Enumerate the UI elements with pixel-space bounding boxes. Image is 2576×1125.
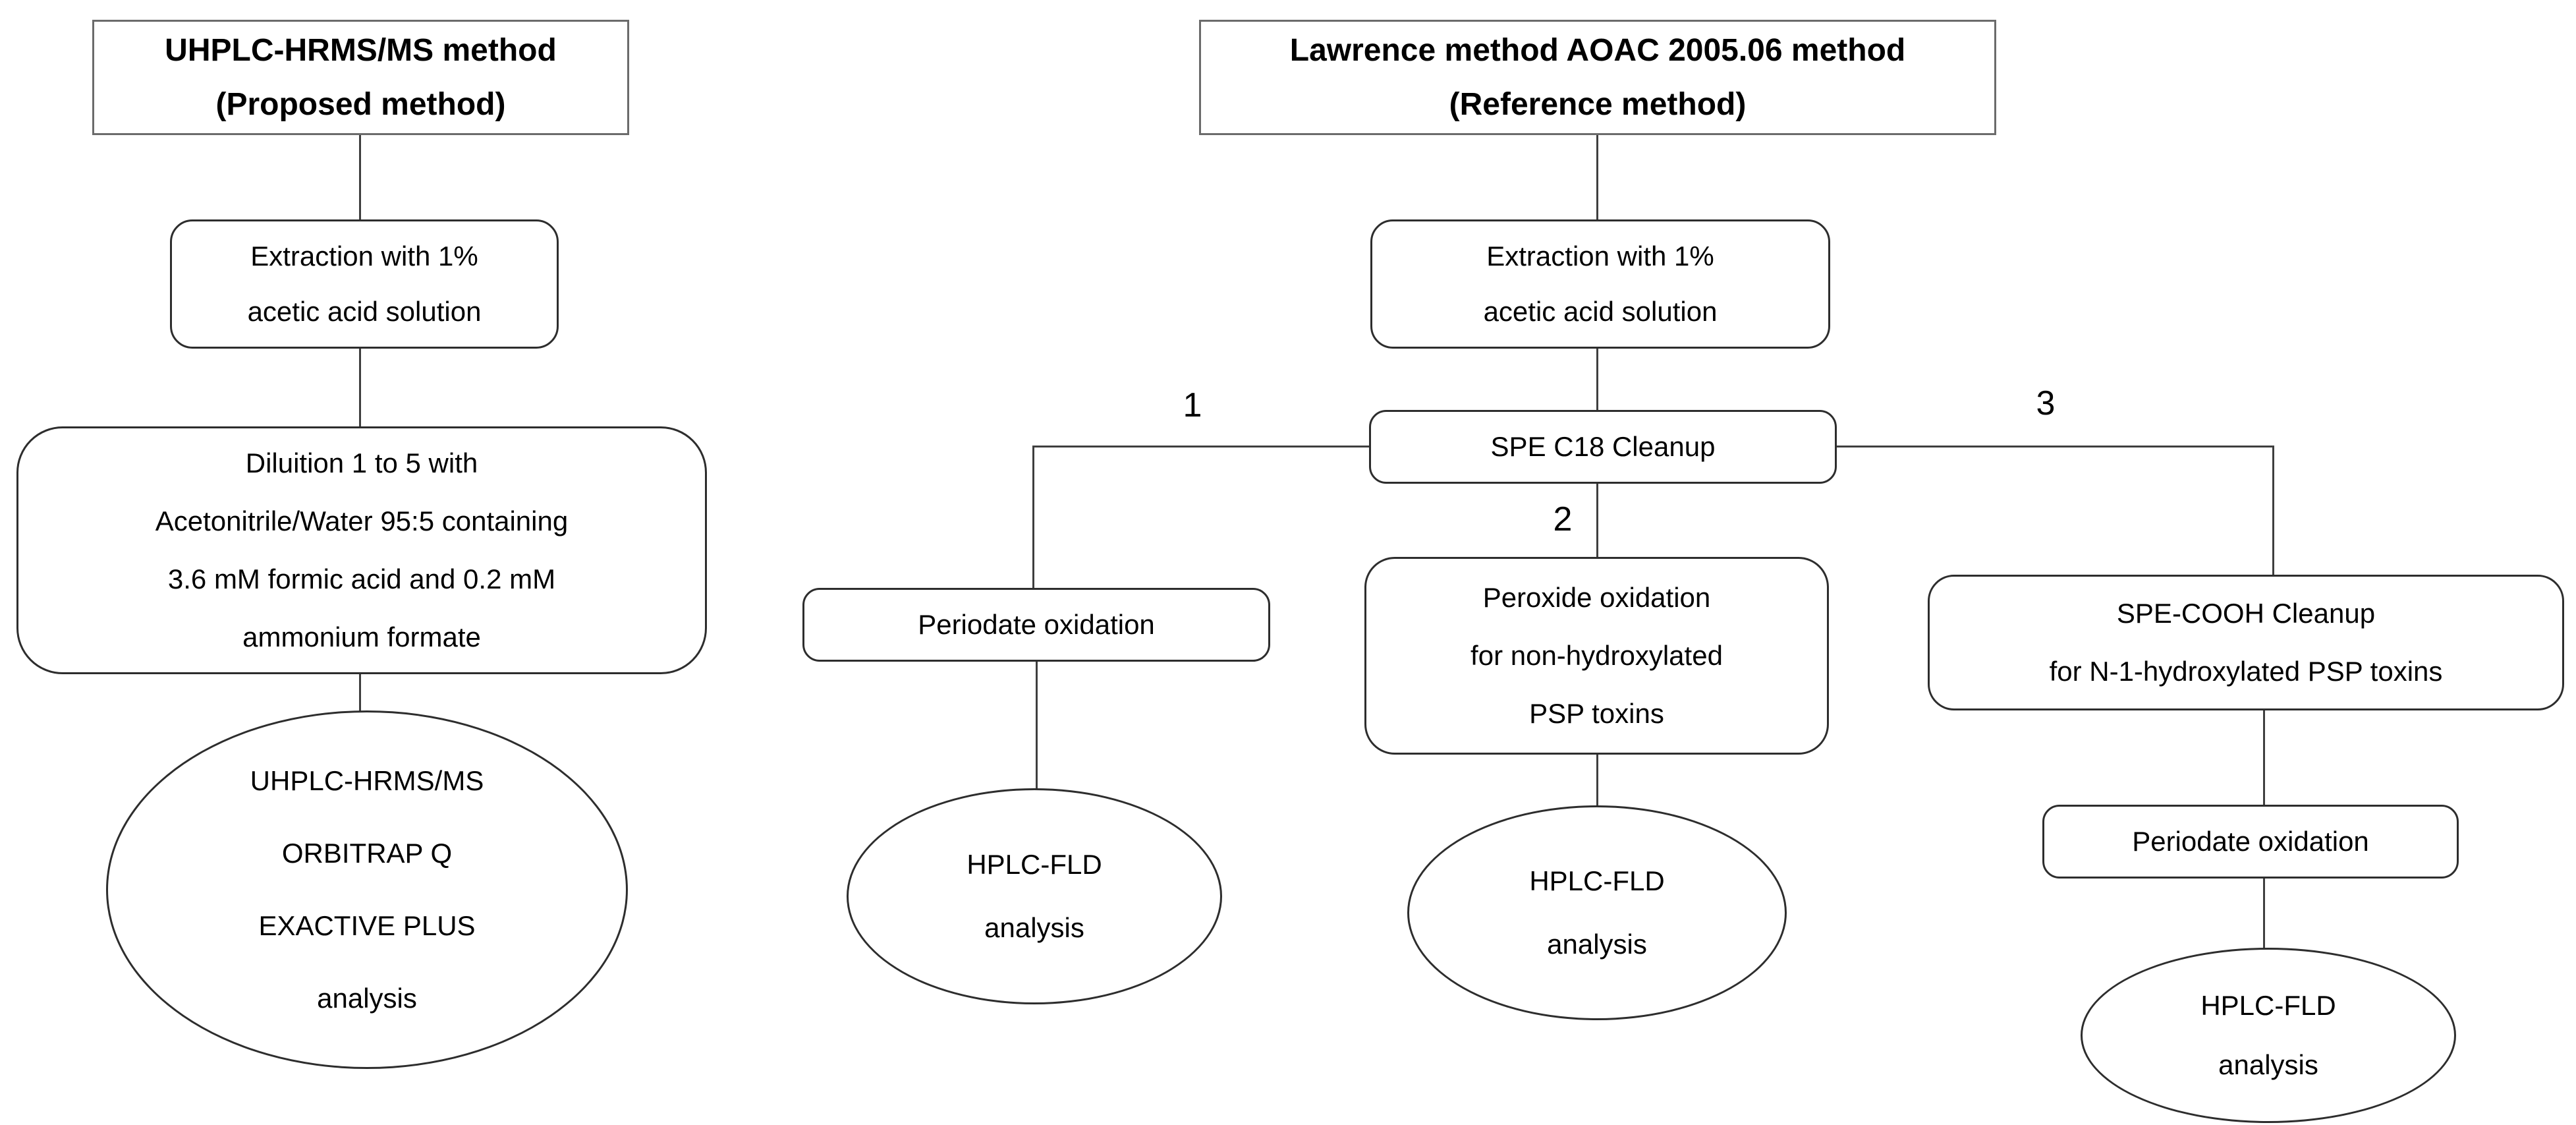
connector-branch2-vertical: [1596, 484, 1598, 557]
connector-periodate2-to-ellipse: [2263, 879, 2265, 949]
periodate-oxidation-2-box: Periodate oxidation: [2042, 805, 2459, 879]
connector-right-extraction-to-spe: [1596, 349, 1598, 410]
hplc-fld-label-3: HPLC-FLD analysis: [2200, 990, 2336, 1080]
spe-c18-cleanup-box: SPE C18 Cleanup: [1369, 410, 1837, 484]
connector-left-dilution-to-analysis: [359, 674, 361, 712]
connector-periodate1-to-ellipse: [1036, 662, 1038, 790]
connector-branch1-horizontal: [1032, 446, 1369, 447]
peroxide-oxidation-label: Peroxide oxidation for non-hydroxylated …: [1470, 582, 1723, 729]
proposed-method-title: UHPLC-HRMS/MS method (Proposed method): [165, 32, 557, 122]
dilution-box: Diluition 1 to 5 with Acetonitrile/Water…: [16, 426, 707, 674]
hplc-fld-label-2: HPLC-FLD analysis: [1529, 865, 1665, 960]
connector-peroxide-to-ellipse: [1596, 755, 1598, 805]
connector-left-extraction-to-dilution: [359, 349, 361, 426]
connector-right-title-to-extraction: [1596, 135, 1598, 219]
periodate-oxidation-1-box: Periodate oxidation: [802, 588, 1270, 662]
hplc-fld-ellipse-3: HPLC-FLD analysis: [2081, 948, 2456, 1123]
connector-branch1-vertical: [1032, 446, 1034, 588]
uhplc-analysis-ellipse: UHPLC-HRMS/MS ORBITRAP Q EXACTIVE PLUS a…: [106, 710, 628, 1069]
branch-label-1: 1: [1183, 386, 1202, 424]
proposed-method-title-box: UHPLC-HRMS/MS method (Proposed method): [92, 20, 629, 135]
connector-branch3-horizontal: [1837, 446, 2274, 447]
branch-label-2: 2: [1553, 500, 1573, 538]
spe-c18-cleanup-label: SPE C18 Cleanup: [1490, 431, 1716, 462]
right-extraction-label: Extraction with 1% acetic acid solution: [1483, 241, 1718, 327]
periodate-oxidation-2-label: Periodate oxidation: [2132, 826, 2369, 857]
branch-label-3: 3: [2036, 384, 2056, 422]
reference-method-title-box: Lawrence method AOAC 2005.06 method (Ref…: [1199, 20, 1996, 135]
hplc-fld-label-1: HPLC-FLD analysis: [966, 849, 1102, 943]
reference-method-title: Lawrence method AOAC 2005.06 method (Ref…: [1289, 32, 1906, 122]
left-extraction-label: Extraction with 1% acetic acid solution: [247, 241, 482, 327]
connector-branch3-vertical: [2272, 446, 2274, 575]
uhplc-analysis-label: UHPLC-HRMS/MS ORBITRAP Q EXACTIVE PLUS a…: [250, 765, 484, 1014]
periodate-oxidation-1-label: Periodate oxidation: [918, 609, 1155, 640]
peroxide-oxidation-box: Peroxide oxidation for non-hydroxylated …: [1364, 557, 1829, 755]
hplc-fld-ellipse-2: HPLC-FLD analysis: [1407, 805, 1787, 1020]
left-extraction-box: Extraction with 1% acetic acid solution: [170, 219, 559, 349]
dilution-label: Diluition 1 to 5 with Acetonitrile/Water…: [155, 447, 569, 652]
spe-cooh-cleanup-label: SPE-COOH Cleanup for N-1-hydroxylated PS…: [2049, 598, 2443, 687]
right-extraction-box: Extraction with 1% acetic acid solution: [1370, 219, 1830, 349]
spe-cooh-cleanup-box: SPE-COOH Cleanup for N-1-hydroxylated PS…: [1928, 575, 2564, 710]
hplc-fld-ellipse-1: HPLC-FLD analysis: [847, 788, 1222, 1004]
connector-spe-cooh-to-periodate2: [2263, 710, 2265, 805]
connector-left-title-to-extraction: [359, 135, 361, 219]
